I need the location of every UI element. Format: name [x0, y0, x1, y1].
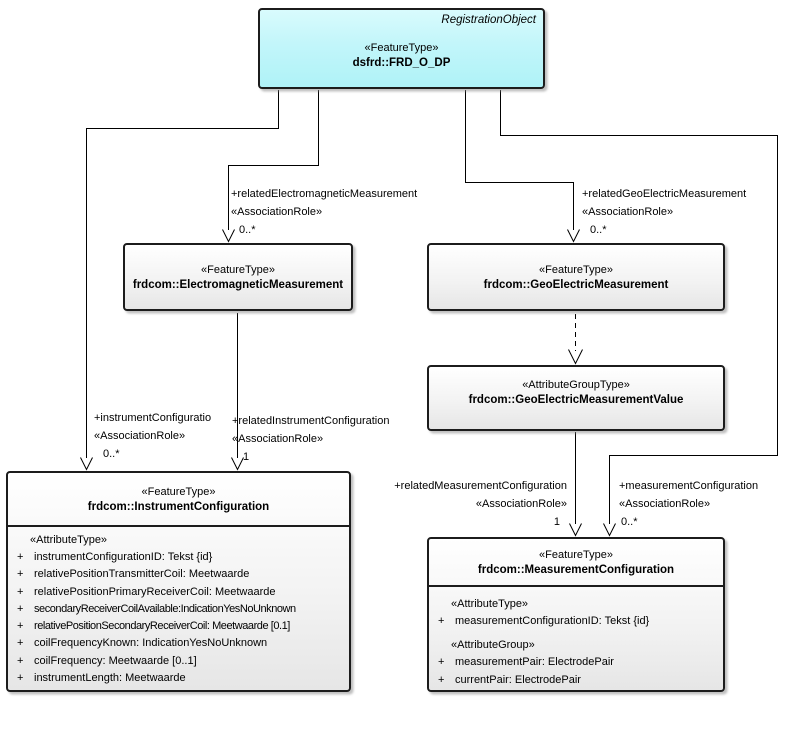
attribute-row: +instrumentConfigurationID: Tekst {id}	[17, 551, 213, 563]
attribute-compartment: «AttributeType» +measurementConfiguratio…	[429, 585, 723, 689]
section-label: «AttributeType»	[30, 534, 108, 546]
role-label-measurement-configuration: +measurementConfiguration «AssociationRo…	[619, 477, 758, 531]
connector-frd-to-measurementconfiguration	[500, 90, 778, 524]
role-multiplicity: 0..*	[590, 224, 607, 236]
arrowhead-gemvalue	[568, 349, 583, 365]
class-measurement-configuration: «FeatureType» frdcom::MeasurementConfigu…	[427, 537, 725, 692]
role-name: +relatedMeasurementConfiguration	[394, 480, 567, 492]
attribute-row: +secondaryReceiverCoilAvailable:Indicati…	[17, 602, 296, 615]
role-stereotype: «AssociationRole»	[232, 433, 324, 445]
attribute-row: +measurementConfigurationID: Tekst {id}	[438, 615, 650, 627]
role-name: +relatedInstrumentConfiguration	[232, 415, 390, 427]
registration-object-annotation: RegistrationObject	[441, 14, 536, 26]
class-stereotype: «AttributeGroupType»	[522, 378, 630, 391]
class-name: frdcom::ElectromagneticMeasurement	[132, 278, 344, 291]
role-label-related-electromagnetic-measurement: +relatedElectromagneticMeasurement «Asso…	[231, 185, 417, 239]
role-stereotype: «AssociationRole»	[619, 498, 711, 510]
section-label: «AttributeType»	[451, 598, 529, 610]
role-multiplicity: 0..*	[239, 224, 256, 236]
role-label-related-measurement-configuration: +relatedMeasurementConfiguration «Associ…	[367, 477, 567, 531]
role-stereotype: «AssociationRole»	[231, 206, 323, 218]
arrowhead-electromagneticmeasurement	[222, 229, 235, 243]
class-name: dsfrd::FRD_O_DP	[352, 57, 451, 69]
role-label-related-geoelectric-measurement: +relatedGeoElectricMeasurement «Associat…	[582, 185, 746, 239]
role-multiplicity: 1	[243, 451, 250, 463]
class-instrument-configuration: «FeatureType» frdcom::InstrumentConfigur…	[6, 471, 351, 692]
arrowhead-instrumentconfiguration-left	[80, 457, 93, 471]
class-stereotype: «FeatureType»	[539, 263, 613, 276]
role-name: +relatedElectromagneticMeasurement	[231, 188, 418, 200]
section-label: «AttributeGroup»	[451, 639, 535, 652]
class-geoelectric-measurement-value: «AttributeGroupType» frdcom::GeoElectric…	[427, 365, 725, 431]
role-multiplicity: 0..*	[621, 516, 638, 528]
class-name: frdcom::GeoElectricMeasurement	[483, 278, 669, 291]
attribute-compartment: «AttributeType» +instrumentConfiguration…	[8, 525, 349, 687]
class-name: frdcom::GeoElectricMeasurementValue	[468, 393, 684, 406]
attribute-row: +relativePositionSecondaryReceiverCoil: …	[17, 620, 290, 633]
attribute-row: +instrumentLength: Meetwaarde	[17, 672, 186, 685]
arrowhead-instrumentconfiguration-right	[231, 457, 244, 471]
arrowhead-measurementconfiguration-right	[603, 523, 616, 537]
class-electromagnetic-measurement: «FeatureType» frdcom::ElectromagneticMea…	[123, 243, 353, 311]
connector-frd-to-geoelectricmeasurement	[465, 90, 574, 230]
class-name: frdcom::MeasurementConfiguration	[477, 563, 675, 576]
role-multiplicity: 1	[553, 516, 560, 528]
role-name: +measurementConfiguration	[619, 480, 759, 492]
class-stereotype: «FeatureType»	[201, 263, 275, 276]
attribute-row: +relativePositionPrimaryReceiverCoil: Me…	[17, 585, 276, 598]
attribute-row: +coilFrequencyKnown: IndicationYesNoUnkn…	[17, 637, 268, 650]
attribute-row: +measurementPair: ElectrodePair	[438, 656, 614, 669]
role-label-instrument-configuration: +instrumentConfiguratio «AssociationRole…	[94, 409, 211, 463]
arrowhead-geoelectricmeasurement	[567, 229, 580, 243]
class-header: «FeatureType» frdcom::MeasurementConfigu…	[429, 539, 723, 585]
class-name: frdcom::InstrumentConfiguration	[87, 500, 270, 513]
role-name: +relatedGeoElectricMeasurement	[582, 188, 747, 200]
role-stereotype: «AssociationRole»	[582, 206, 674, 218]
role-stereotype: «AssociationRole»	[94, 430, 186, 442]
class-stereotype: «FeatureType»	[141, 485, 216, 498]
class-header: «FeatureType» frdcom::InstrumentConfigur…	[8, 473, 349, 525]
role-stereotype: «AssociationRole»	[475, 498, 567, 510]
class-frd-o-dp: RegistrationObject «FeatureType» dsfrd::…	[258, 8, 545, 89]
arrowhead-measurementconfiguration-left	[569, 523, 582, 537]
attribute-row: +relativePositionTransmitterCoil: Meetwa…	[17, 568, 250, 581]
role-label-related-instrument-configuration: +relatedInstrumentConfiguration «Associa…	[232, 412, 389, 466]
class-geoelectric-measurement: «FeatureType» frdcom::GeoElectricMeasure…	[427, 243, 725, 311]
class-stereotype: «FeatureType»	[539, 548, 613, 561]
role-multiplicity: 0..*	[103, 448, 120, 460]
role-name: +instrumentConfiguratio	[94, 412, 212, 424]
attribute-row: +coilFrequency: Meetwaarde [0..1]	[17, 654, 197, 667]
connector-frd-to-instrumentconfiguration	[86, 90, 279, 458]
connector-frd-to-electromagneticmeasurement	[228, 90, 319, 230]
attribute-row: +currentPair: ElectrodePair	[438, 673, 581, 686]
class-stereotype: «FeatureType»	[364, 42, 439, 54]
